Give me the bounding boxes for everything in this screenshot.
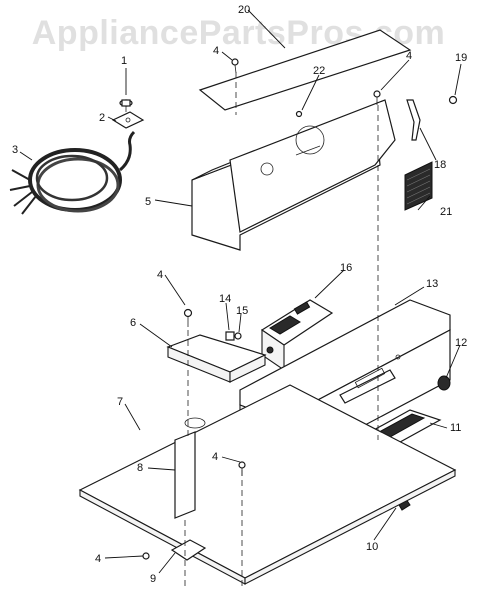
callout-14: 14: [219, 293, 231, 305]
callout-2: 2: [99, 112, 105, 124]
vent-grille[interactable]: [404, 161, 433, 211]
callout-12: 12: [455, 337, 467, 349]
screw-4c[interactable]: [183, 308, 193, 328]
bushing-1[interactable]: [119, 99, 133, 107]
shelf-bracket[interactable]: [166, 334, 267, 383]
callout-22: 22: [313, 65, 325, 77]
callout-4c: 4: [157, 269, 163, 281]
callout-15: 15: [236, 305, 248, 317]
callout-4a: 4: [213, 45, 219, 57]
callout-4e: 4: [95, 553, 101, 565]
callout-16: 16: [340, 262, 352, 274]
callout-11: 11: [450, 422, 461, 434]
side-bracket[interactable]: [406, 99, 421, 141]
mounting-plate-2[interactable]: [111, 111, 145, 129]
corner-bracket-9[interactable]: [170, 539, 207, 561]
callout-21: 21: [440, 206, 452, 218]
callout-19: 19: [455, 52, 467, 64]
callout-13: 13: [426, 278, 438, 290]
callout-labels: 1 2 3 20 4 4 22 19 18 21 5 4 16 14 15 13…: [12, 4, 467, 585]
leader-lines: [19, 9, 462, 574]
callout-9: 9: [150, 573, 156, 585]
upper-housing[interactable]: [191, 99, 396, 251]
screw-15[interactable]: [234, 332, 242, 340]
side-bracket-8[interactable]: [174, 431, 196, 519]
callout-4b: 4: [406, 50, 412, 62]
screw-4a[interactable]: [231, 58, 239, 74]
screw-4e[interactable]: [142, 552, 150, 560]
screw-22[interactable]: [295, 110, 303, 118]
knob-12[interactable]: [437, 375, 451, 391]
top-cover-panel[interactable]: [198, 29, 412, 111]
callout-1: 1: [121, 55, 127, 67]
callout-6: 6: [130, 317, 136, 329]
callout-20: 20: [238, 4, 250, 16]
alignment-lines: [125, 72, 379, 590]
base-plate[interactable]: [78, 384, 457, 585]
callout-3: 3: [12, 144, 18, 156]
callout-5: 5: [145, 196, 151, 208]
callout-18: 18: [434, 159, 446, 171]
screw-4b[interactable]: [373, 90, 381, 105]
callout-8: 8: [137, 462, 143, 474]
screw-19[interactable]: [448, 95, 458, 105]
callout-7: 7: [117, 396, 123, 408]
callout-4d: 4: [212, 451, 218, 463]
callout-10: 10: [366, 541, 378, 553]
power-cord[interactable]: [9, 130, 136, 215]
clip-14[interactable]: [225, 331, 235, 341]
